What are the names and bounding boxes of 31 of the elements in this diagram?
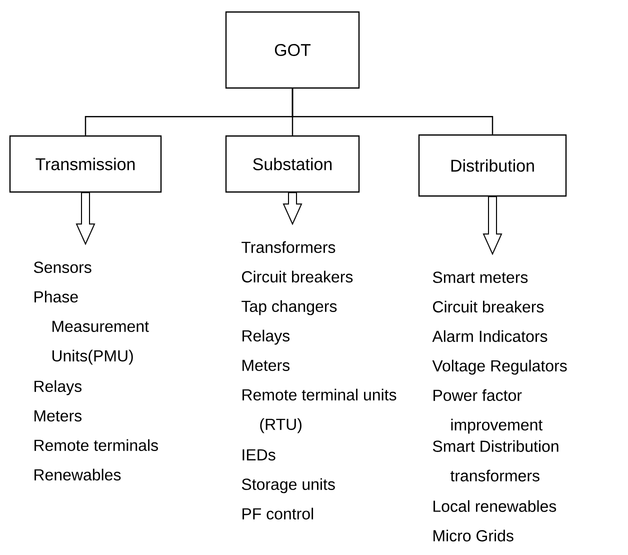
list-item: Smart Distribution transformers [432, 440, 558, 482]
list-item: Transformers [242, 241, 336, 253]
list-item: Circuit breakers [433, 300, 544, 312]
list-item: Alarm Indicators [432, 330, 548, 342]
list-item: Sensors [34, 262, 92, 273]
list-item: Local renewables [434, 500, 556, 512]
list-item: Remote terminals [34, 439, 158, 451]
list-item: IEDs [242, 449, 276, 460]
list-item: PF control [242, 508, 314, 520]
list-item: Micro Grids [434, 530, 514, 542]
list-item: Relays [34, 380, 82, 396]
category-box: Distribution [418, 134, 567, 197]
list-item: Relays [242, 330, 290, 345]
list-item: Remote terminal units (RTU) [242, 388, 396, 434]
hollow-arrow [76, 192, 96, 246]
list-item: Circuit breakers [242, 270, 353, 282]
list-item: Smart meters [432, 272, 528, 283]
list-item: Voltage Regulators [432, 360, 567, 375]
category-box: Transmission [9, 135, 162, 193]
list-item: Meters [34, 410, 82, 422]
connector-line [292, 88, 494, 134]
list-item: Storage units [242, 478, 335, 494]
list-item: Meters [242, 360, 290, 371]
hollow-arrow [482, 196, 502, 256]
list-item: Renewables [34, 468, 121, 480]
list-item: Tap changers [242, 300, 337, 316]
root-box: GOT [225, 11, 360, 89]
list-item: Phase Measurement Units(PMU) [34, 290, 149, 365]
hollow-arrow [282, 192, 302, 226]
list-item: Power factor improvement [434, 389, 543, 434]
category-box: Substation [225, 135, 360, 193]
